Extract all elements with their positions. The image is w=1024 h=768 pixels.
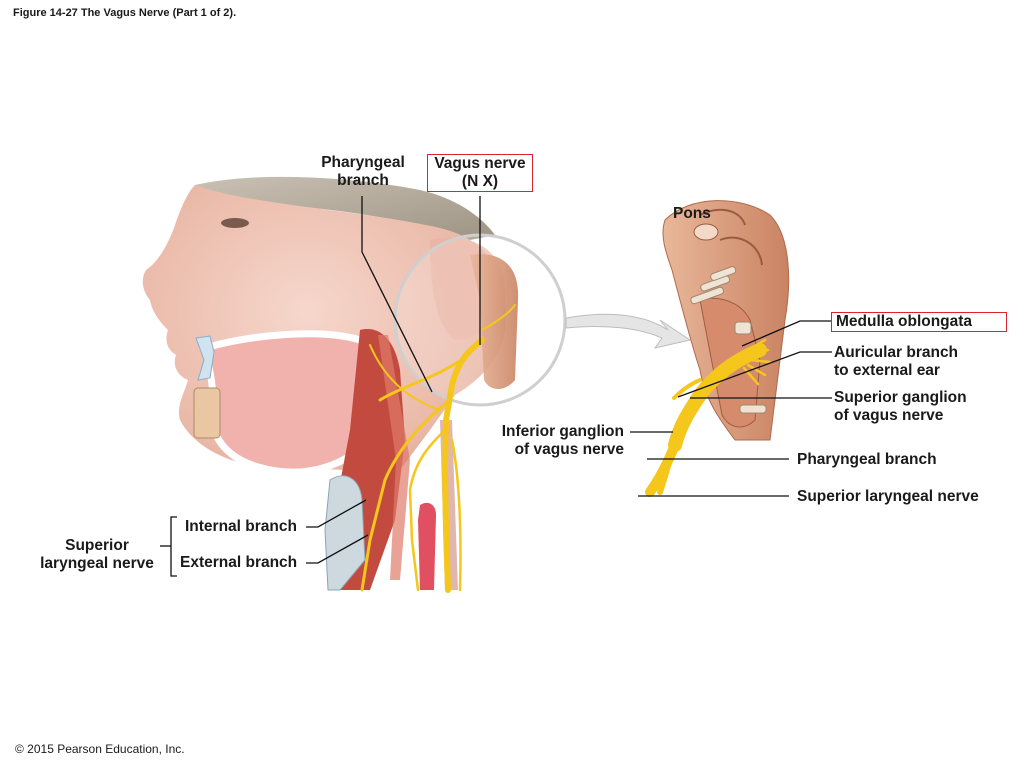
- label-auricular-branch: Auricular branch to external ear: [834, 344, 959, 379]
- eye: [221, 218, 249, 228]
- label-pharyngeal-branch-top: Pharyngeal branch: [321, 154, 405, 189]
- copyright-notice: © 2015 Pearson Education, Inc.: [15, 742, 185, 756]
- figure-title: Figure 14-27 The Vagus Nerve (Part 1 of …: [13, 7, 237, 19]
- brainstem-detail: [662, 200, 790, 441]
- label-superior-laryngeal-right: Superior laryngeal nerve: [797, 488, 979, 505]
- label-superior-laryngeal-left: Superior laryngeal nerve: [40, 537, 154, 572]
- label-external-branch: External branch: [180, 554, 298, 571]
- magnify-arrow: [565, 313, 692, 349]
- label-vagus-nerve: Vagus nerve (N X): [427, 154, 533, 192]
- circle-brainstem: [470, 254, 519, 389]
- leader-lines: [160, 196, 832, 577]
- label-medulla-oblongata: Medulla oblongata: [831, 312, 1007, 332]
- label-inferior-ganglion: Inferior ganglion of vagus nerve: [501, 423, 624, 458]
- label-superior-ganglion: Superior ganglion of vagus nerve: [834, 389, 967, 424]
- mandible: [193, 387, 221, 439]
- label-pons: Pons: [673, 205, 711, 222]
- label-internal-branch: Internal branch: [185, 518, 297, 535]
- neck-structures: [324, 329, 458, 591]
- larynx: [324, 475, 366, 591]
- teeth: [195, 335, 215, 381]
- carotid-artery: [418, 502, 436, 590]
- label-pharyngeal-branch-right: Pharyngeal branch: [797, 451, 937, 468]
- vagus-nerve-right: [645, 338, 772, 497]
- vagus-nerve-left: [360, 304, 516, 593]
